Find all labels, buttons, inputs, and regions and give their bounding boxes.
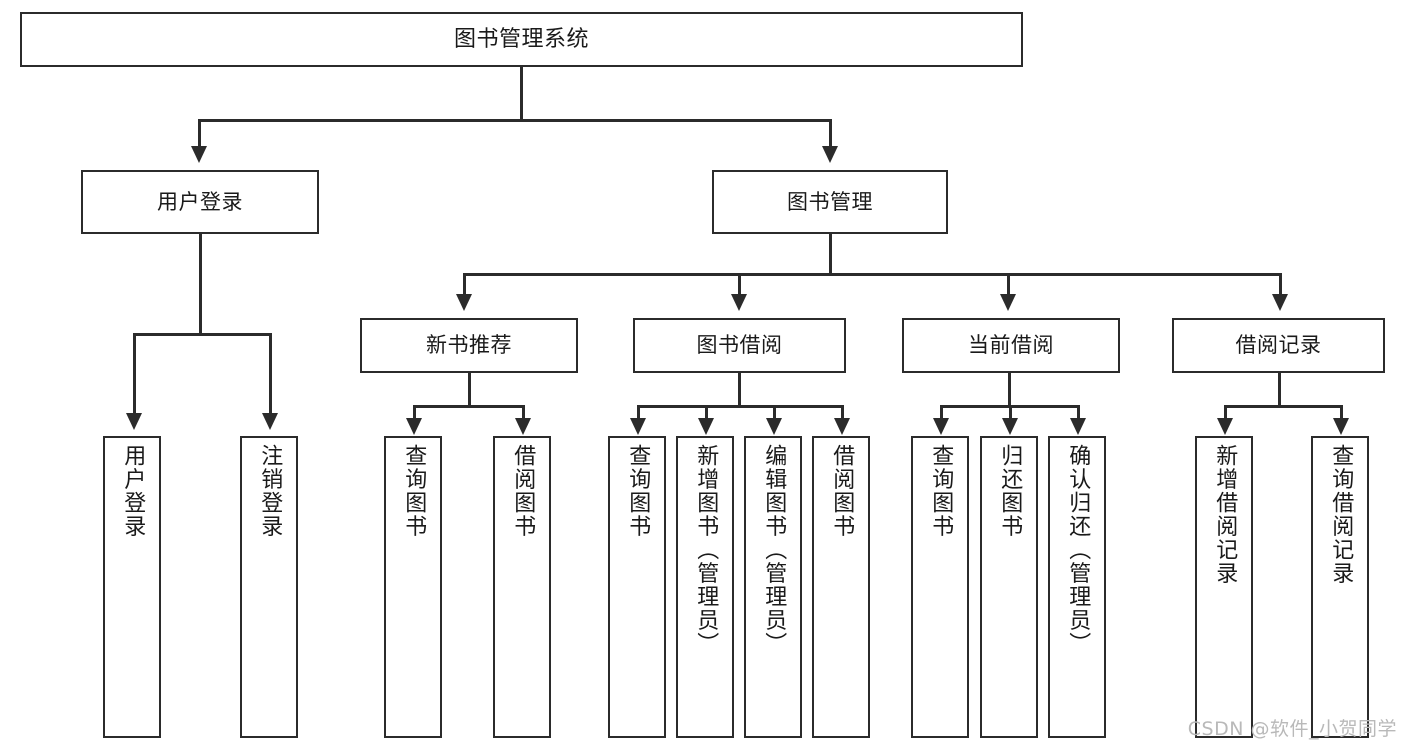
connector-level3-bus [463, 273, 1281, 276]
arrowhead-to-book-borrow [731, 294, 747, 311]
leaf-label: 归还图书 [997, 444, 1023, 538]
connector-current-borrow-leaf-0 [940, 405, 943, 421]
connector-to-book-borrow [738, 273, 741, 297]
arrowhead-book-borrow-leaf-3 [834, 418, 850, 435]
connector-to-new-book-recommend [463, 273, 466, 297]
connector-book-borrow-leaf-1 [705, 405, 708, 421]
connector-new-book-recommend-bus [413, 405, 524, 408]
leaf-label: 查询借阅记录 [1328, 444, 1354, 585]
arrowhead-current-borrow-leaf-0 [933, 418, 949, 435]
node-user-login[interactable]: 用户登录 [81, 170, 319, 234]
connector-root-stem [520, 67, 523, 119]
node-label: 图书管理 [787, 189, 873, 214]
leaf-label: 编辑图书（管理员） [761, 444, 787, 656]
leaf-new-book-recommend-0[interactable]: 查询图书 [384, 436, 442, 738]
connector-book-borrow-leaf-2 [773, 405, 776, 421]
leaf-label: 查询图书 [625, 444, 651, 538]
connector-current-borrow-leaf-2 [1077, 405, 1080, 421]
connector-current-borrow-stem [1008, 373, 1011, 407]
leaf-borrow-record-1[interactable]: 查询借阅记录 [1311, 436, 1369, 738]
connector-book-borrow-bus [637, 405, 843, 408]
connector-new-book-recommend-stem [468, 373, 471, 407]
connector-book-borrow-leaf-0 [637, 405, 640, 421]
connector-user-login-stem [199, 234, 202, 335]
connector-to-borrow-record [1279, 273, 1282, 297]
arrowhead-book-borrow-leaf-1 [698, 418, 714, 435]
leaf-label: 注销登录 [257, 444, 283, 538]
arrowhead-user-login-leaf-1 [262, 413, 278, 430]
leaf-label: 确认归还（管理员） [1065, 444, 1091, 656]
connector-to-book-management [829, 119, 832, 149]
arrowhead-new-book-recommend-leaf-0 [406, 418, 422, 435]
connector-borrow-record-stem [1278, 373, 1281, 407]
connector-new-book-recommend-leaf-1 [522, 405, 525, 421]
leaf-user-login-0[interactable]: 用户登录 [103, 436, 161, 738]
leaf-current-borrow-0[interactable]: 查询图书 [911, 436, 969, 738]
arrowhead-to-current-borrow [1000, 294, 1016, 311]
connector-to-current-borrow [1007, 273, 1010, 297]
connector-to-user-login [198, 119, 201, 149]
arrowhead-to-new-book-recommend [456, 294, 472, 311]
connector-user-login-leaf-0 [133, 333, 136, 416]
leaf-borrow-record-0[interactable]: 新增借阅记录 [1195, 436, 1253, 738]
node-book-borrow[interactable]: 图书借阅 [633, 318, 846, 373]
connector-book-borrow-leaf-3 [841, 405, 844, 421]
connector-new-book-recommend-leaf-0 [413, 405, 416, 421]
leaf-book-borrow-0[interactable]: 查询图书 [608, 436, 666, 738]
arrowhead-new-book-recommend-leaf-1 [515, 418, 531, 435]
leaf-label: 新增图书（管理员） [693, 444, 719, 656]
arrowhead-user-login-leaf-0 [126, 413, 142, 430]
leaf-current-borrow-2[interactable]: 确认归还（管理员） [1048, 436, 1106, 738]
node-root-book-management-system[interactable]: 图书管理系统 [20, 12, 1023, 67]
connector-borrow-record-bus [1224, 405, 1342, 408]
connector-book-borrow-stem [738, 373, 741, 407]
leaf-current-borrow-1[interactable]: 归还图书 [980, 436, 1038, 738]
node-book-management[interactable]: 图书管理 [712, 170, 948, 234]
arrowhead-to-user-login [191, 146, 207, 163]
connector-current-borrow-leaf-1 [1009, 405, 1012, 421]
leaf-label: 查询图书 [401, 444, 427, 538]
leaf-label: 新增借阅记录 [1212, 444, 1238, 585]
arrowhead-current-borrow-leaf-1 [1002, 418, 1018, 435]
node-label: 用户登录 [157, 189, 243, 214]
connector-user-login-leaf-1 [269, 333, 272, 416]
leaf-label: 借阅图书 [510, 444, 536, 538]
node-current-borrow[interactable]: 当前借阅 [902, 318, 1120, 373]
leaf-book-borrow-2[interactable]: 编辑图书（管理员） [744, 436, 802, 738]
connector-borrow-record-leaf-0 [1224, 405, 1227, 421]
arrowhead-to-borrow-record [1272, 294, 1288, 311]
arrowhead-borrow-record-leaf-0 [1217, 418, 1233, 435]
csdn-watermark: CSDN @软件_小贺同学 [1187, 718, 1397, 740]
leaf-label: 查询图书 [928, 444, 954, 538]
leaf-new-book-recommend-1[interactable]: 借阅图书 [493, 436, 551, 738]
leaf-book-borrow-3[interactable]: 借阅图书 [812, 436, 870, 738]
node-label: 当前借阅 [968, 333, 1054, 358]
node-borrow-record[interactable]: 借阅记录 [1172, 318, 1385, 373]
arrowhead-to-book-management [822, 146, 838, 163]
leaf-book-borrow-1[interactable]: 新增图书（管理员） [676, 436, 734, 738]
leaf-label: 借阅图书 [829, 444, 855, 538]
node-label: 图书借阅 [696, 333, 783, 358]
leaf-label: 用户登录 [120, 444, 146, 538]
node-new-book-recommend[interactable]: 新书推荐 [360, 318, 578, 373]
arrowhead-current-borrow-leaf-2 [1070, 418, 1086, 435]
leaf-user-login-1[interactable]: 注销登录 [240, 436, 298, 738]
node-label: 图书管理系统 [453, 26, 589, 52]
arrowhead-book-borrow-leaf-2 [766, 418, 782, 435]
connector-book-management-stem [829, 234, 832, 275]
connector-borrow-record-leaf-1 [1340, 405, 1343, 421]
arrowhead-borrow-record-leaf-1 [1333, 418, 1349, 435]
node-label: 借阅记录 [1235, 333, 1322, 358]
arrowhead-book-borrow-leaf-0 [630, 418, 646, 435]
connector-user-login-bus [133, 333, 271, 336]
node-label: 新书推荐 [426, 333, 512, 358]
connector-level2-bus [198, 119, 832, 122]
